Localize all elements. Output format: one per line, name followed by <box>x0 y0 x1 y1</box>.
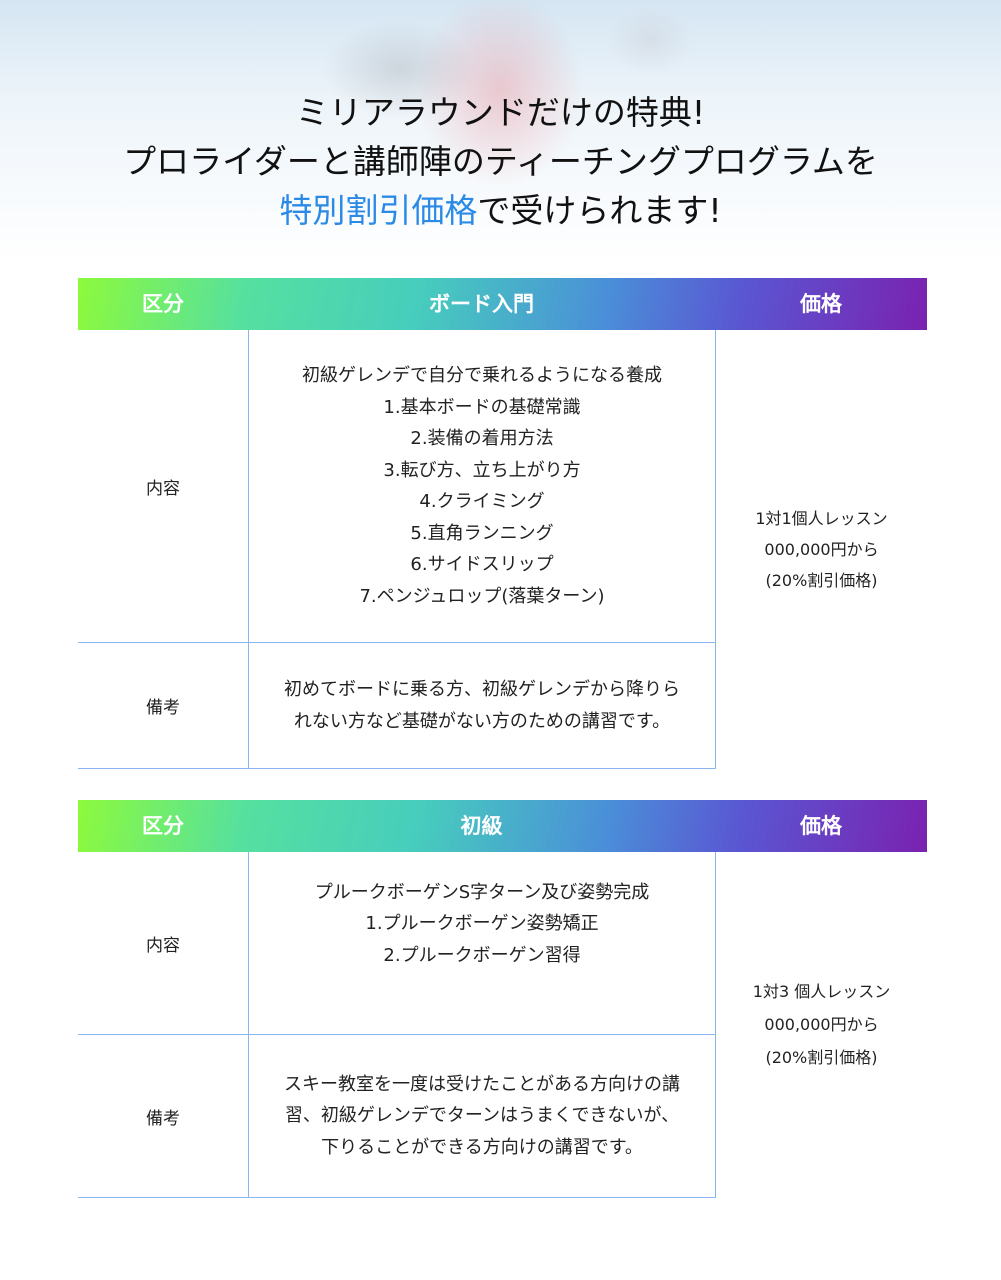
headline-line-2: プロライダーと講師陣のティーチングプログラムを <box>123 142 878 181</box>
content-line: 4.クライミング <box>419 491 545 512</box>
price-line-lesson: 1対3 個人レッスン <box>752 982 891 1001</box>
notes-line: スキー教室を一度は受けたことがある方向けの講 <box>284 1073 680 1095</box>
notes-line: 習、初級ゲレンデでターンはうまくできないが、 <box>284 1105 680 1127</box>
hero-background-photo <box>0 0 1001 330</box>
content-label: 内容 <box>146 478 180 499</box>
table-header: 区分 初級 価格 <box>78 800 927 852</box>
header-category: 区分 <box>142 814 184 838</box>
headline-line-3-rest: で受けられます! <box>477 191 722 230</box>
headline-line-3: 特別割引価格で受けられます! <box>0 186 1001 235</box>
header-price: 価格 <box>800 292 842 316</box>
content-line: 1.基本ボードの基礎常識 <box>383 396 581 418</box>
header-course: ボード入門 <box>429 292 534 316</box>
header-price: 価格 <box>800 814 842 838</box>
notes-label: 備考 <box>146 698 180 718</box>
table-header: 区分 ボード入門 価格 <box>78 278 927 330</box>
price-cell: 1対3 個人レッスン 000,000円から (20%割引価格) <box>716 852 927 1197</box>
price-line-discount: (20%割引価格) <box>765 1048 878 1067</box>
header-course: 初級 <box>460 814 503 838</box>
table-bottom-border <box>78 768 716 769</box>
table-bottom-border <box>78 1197 716 1198</box>
notes-line: 初めてボードに乗る方、初級ゲレンデから降りら <box>284 679 680 700</box>
header-category: 区分 <box>142 292 184 316</box>
content-line: 2.プルークボーゲン習得 <box>383 944 581 966</box>
content-line: 3.転び方、立ち上がり方 <box>383 459 581 481</box>
row-divider <box>78 642 716 643</box>
headline-accent: 特別割引価格 <box>279 191 478 230</box>
course-table-beginner: 区分 初級 価格 内容 プルークボーゲンS字ターン及び姿勢完成 1.プルークボー… <box>78 800 927 1198</box>
price-line-amount: 000,000円から <box>764 1015 879 1034</box>
notes-line: れない方など基礎がない方のための講習です。 <box>293 710 671 732</box>
notes-cell: 初めてボードに乗る方、初級ゲレンデから降りら れない方など基礎がない方のための講… <box>248 643 716 768</box>
content-line: 1.プルークボーゲン姿勢矯正 <box>365 913 599 935</box>
content-line: 7.ペンジュロップ(落葉ターン) <box>359 585 605 607</box>
content-line: 初級ゲレンデで自分で乗れるようになる養成 <box>302 365 662 386</box>
notes-line: 下りることができる方向けの講習です。 <box>321 1136 643 1158</box>
notes-label: 備考 <box>146 1108 180 1129</box>
content-line: 6.サイドスリップ <box>410 554 554 575</box>
price-line-amount: 000,000円から <box>764 539 879 559</box>
content-cell: プルークボーゲンS字ターン及び姿勢完成 1.プルークボーゲン姿勢矯正 2.プルー… <box>248 852 716 1034</box>
content-label: 内容 <box>146 935 180 956</box>
content-line: 2.装備の着用方法 <box>410 428 554 449</box>
row-divider <box>78 1034 716 1035</box>
price-line-lesson: 1対1個人レッスン <box>755 508 888 528</box>
headline-line-1: ミリアラウンドだけの特典! <box>295 93 706 132</box>
content-line: プルークボーゲンS字ターン及び姿勢完成 <box>314 881 650 903</box>
notes-cell: スキー教室を一度は受けたことがある方向けの講 習、初級ゲレンデでターンはうまくで… <box>248 1035 716 1197</box>
price-cell: 1対1個人レッスン 000,000円から (20%割引価格) <box>716 330 927 768</box>
content-cell: 初級ゲレンデで自分で乗れるようになる養成 1.基本ボードの基礎常識 2.装備の着… <box>248 330 716 642</box>
content-line: 5.直角ランニング <box>410 522 554 544</box>
course-table-board-intro: 区分 ボード入門 価格 内容 初級ゲレンデで自分で乗れるようになる養成 1.基本… <box>78 278 927 769</box>
price-line-discount: (20%割引価格) <box>765 570 878 590</box>
headline: ミリアラウンドだけの特典! プロライダーと講師陣のティーチングプログラムを 特別… <box>0 88 1001 235</box>
